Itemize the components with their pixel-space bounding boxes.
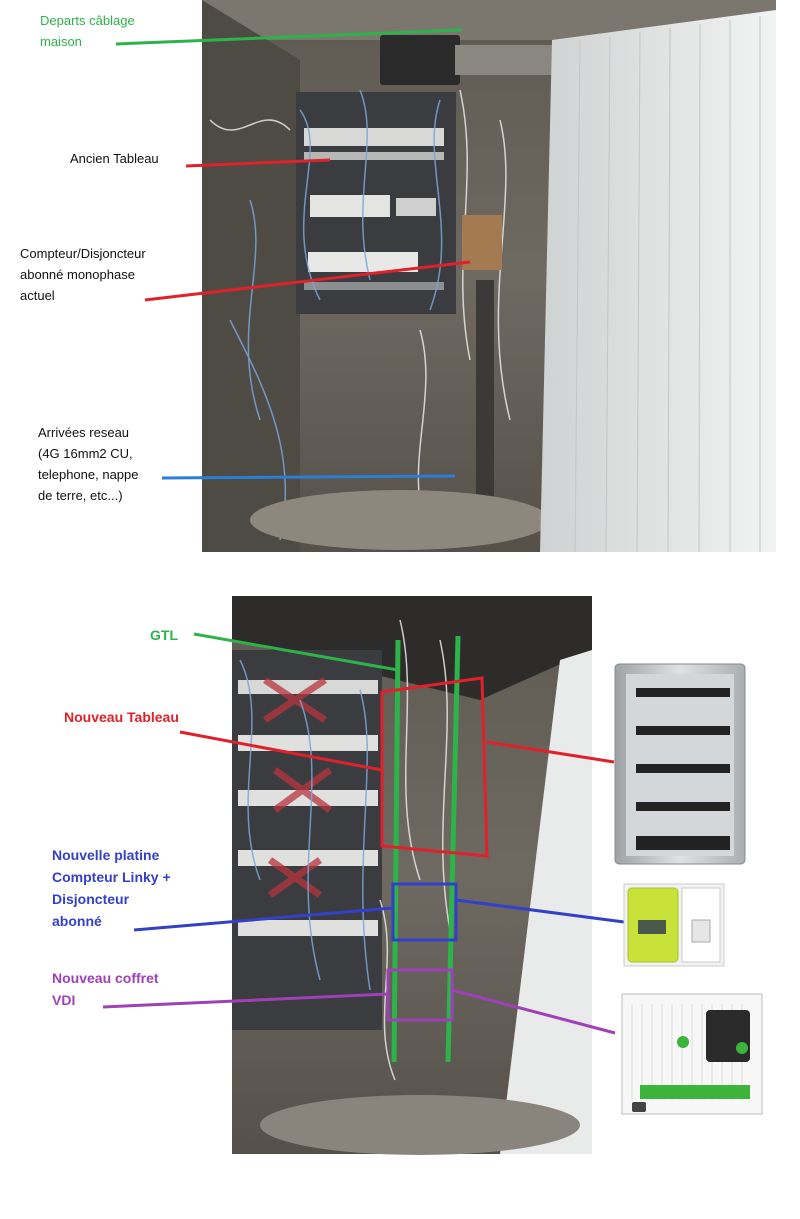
arrivees-label-1: Arrivées reseau [38, 425, 129, 440]
compteur-label-1: Compteur/Disjoncteur [20, 246, 146, 261]
ancien-tableau-leader [185, 158, 331, 168]
compteur-label-3: actuel [20, 288, 55, 303]
gtl-leader [193, 632, 399, 672]
vdi-leader-left [102, 992, 389, 1009]
nouveau-tableau-label: Nouveau Tableau [64, 709, 179, 725]
arrivees-label-4: de terre, etc...) [38, 488, 123, 503]
vdi-leader-right [451, 988, 616, 1035]
linky-meter-image [623, 883, 725, 967]
vdi-label-1: Nouveau coffret [52, 970, 159, 986]
arrivees-label-3: telephone, nappe [38, 467, 138, 482]
white-door-image [540, 10, 776, 553]
nouveau-tableau-box [380, 676, 489, 858]
platine-label-4: abonné [52, 913, 102, 929]
nouveau-tableau-leader-left [179, 730, 383, 772]
compteur-leader [144, 260, 471, 302]
vdi-label-2: VDI [52, 992, 75, 1008]
platine-box [391, 882, 458, 942]
arrivees-label-2: (4G 16mm2 CU, [38, 446, 133, 461]
top-photo [202, 0, 776, 553]
platine-label-2: Compteur Linky + [52, 869, 171, 885]
gtl-label: GTL [150, 627, 178, 643]
compteur-label-2: abonné monophase [20, 267, 135, 282]
nouveau-tableau-leader-right [486, 740, 615, 764]
gtl-left-line [391, 639, 401, 1063]
ancien-tableau-label: Ancien Tableau [70, 151, 159, 166]
platine-label-1: Nouvelle platine [52, 847, 160, 863]
platine-leader-right [455, 898, 625, 924]
gtl-right-line [445, 635, 461, 1063]
departs-cablage-label-1: Departs câblage [40, 13, 135, 28]
vdi-enclosure-image [621, 993, 763, 1115]
bottom-photo [232, 596, 592, 1155]
departs-cablage-leader [115, 28, 463, 46]
departs-cablage-label-2: maison [40, 34, 82, 49]
platine-label-3: Disjoncteur [52, 891, 130, 907]
arrivees-leader [161, 474, 456, 480]
electrical-cabinet-image [614, 663, 746, 865]
platine-leader-left [133, 906, 394, 932]
old-panel-image [296, 92, 456, 314]
